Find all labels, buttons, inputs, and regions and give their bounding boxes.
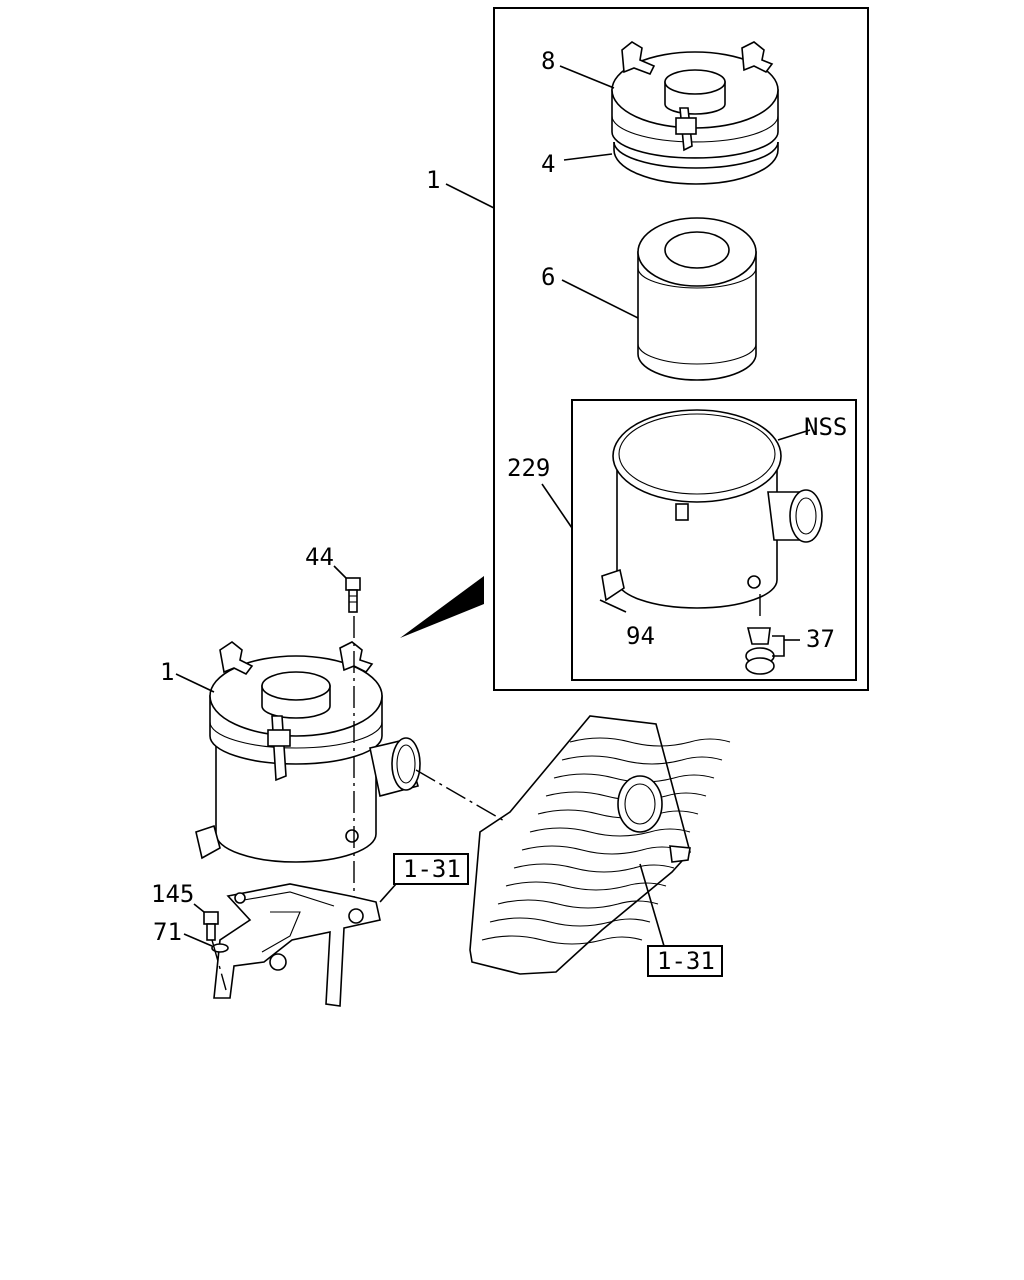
callout-229: 229 [507,454,550,482]
callout-6: 6 [541,263,555,291]
callout-nss: NSS [804,413,847,441]
hose-rib [569,737,731,747]
hose-rib [529,827,691,837]
hose-rib [489,917,651,927]
reference-label-hose: 1-31 [657,947,715,975]
part-gasket [563,141,779,185]
callout-94: 94 [626,622,655,650]
callout-71: 71 [153,918,182,946]
part-washer-71 [183,933,229,991]
reference-box-hose [647,945,723,977]
exploded-view-pointer [400,576,484,638]
part-intake-hose [415,715,731,975]
part-filter-element [561,217,757,381]
part-housing-body [599,409,823,613]
part-bolt-44 [333,565,361,920]
callout-4: 4 [541,150,555,178]
hose-rib [497,899,659,909]
hose-rib [561,755,723,765]
callout-44: 44 [305,543,334,571]
callout-1-main: 1 [160,658,174,686]
hose-rib [521,845,683,855]
reference-label-bracket: 1-31 [403,855,461,883]
part-grommet [745,594,800,675]
part-cover [559,41,779,159]
air-cleaner-assembly [175,641,421,863]
reference-box-bracket [393,853,469,885]
body-assembly-frame [541,399,857,681]
part-bracket [213,883,397,1007]
part-bolt-145 [193,903,219,941]
callout-37: 37 [806,625,835,653]
callout-145: 145 [151,880,194,908]
hose-rib [481,935,643,945]
exploded-view-frame [445,7,869,691]
hose-rib [513,863,675,873]
callout-8: 8 [541,47,555,75]
callout-1-exploded: 1 [426,166,440,194]
